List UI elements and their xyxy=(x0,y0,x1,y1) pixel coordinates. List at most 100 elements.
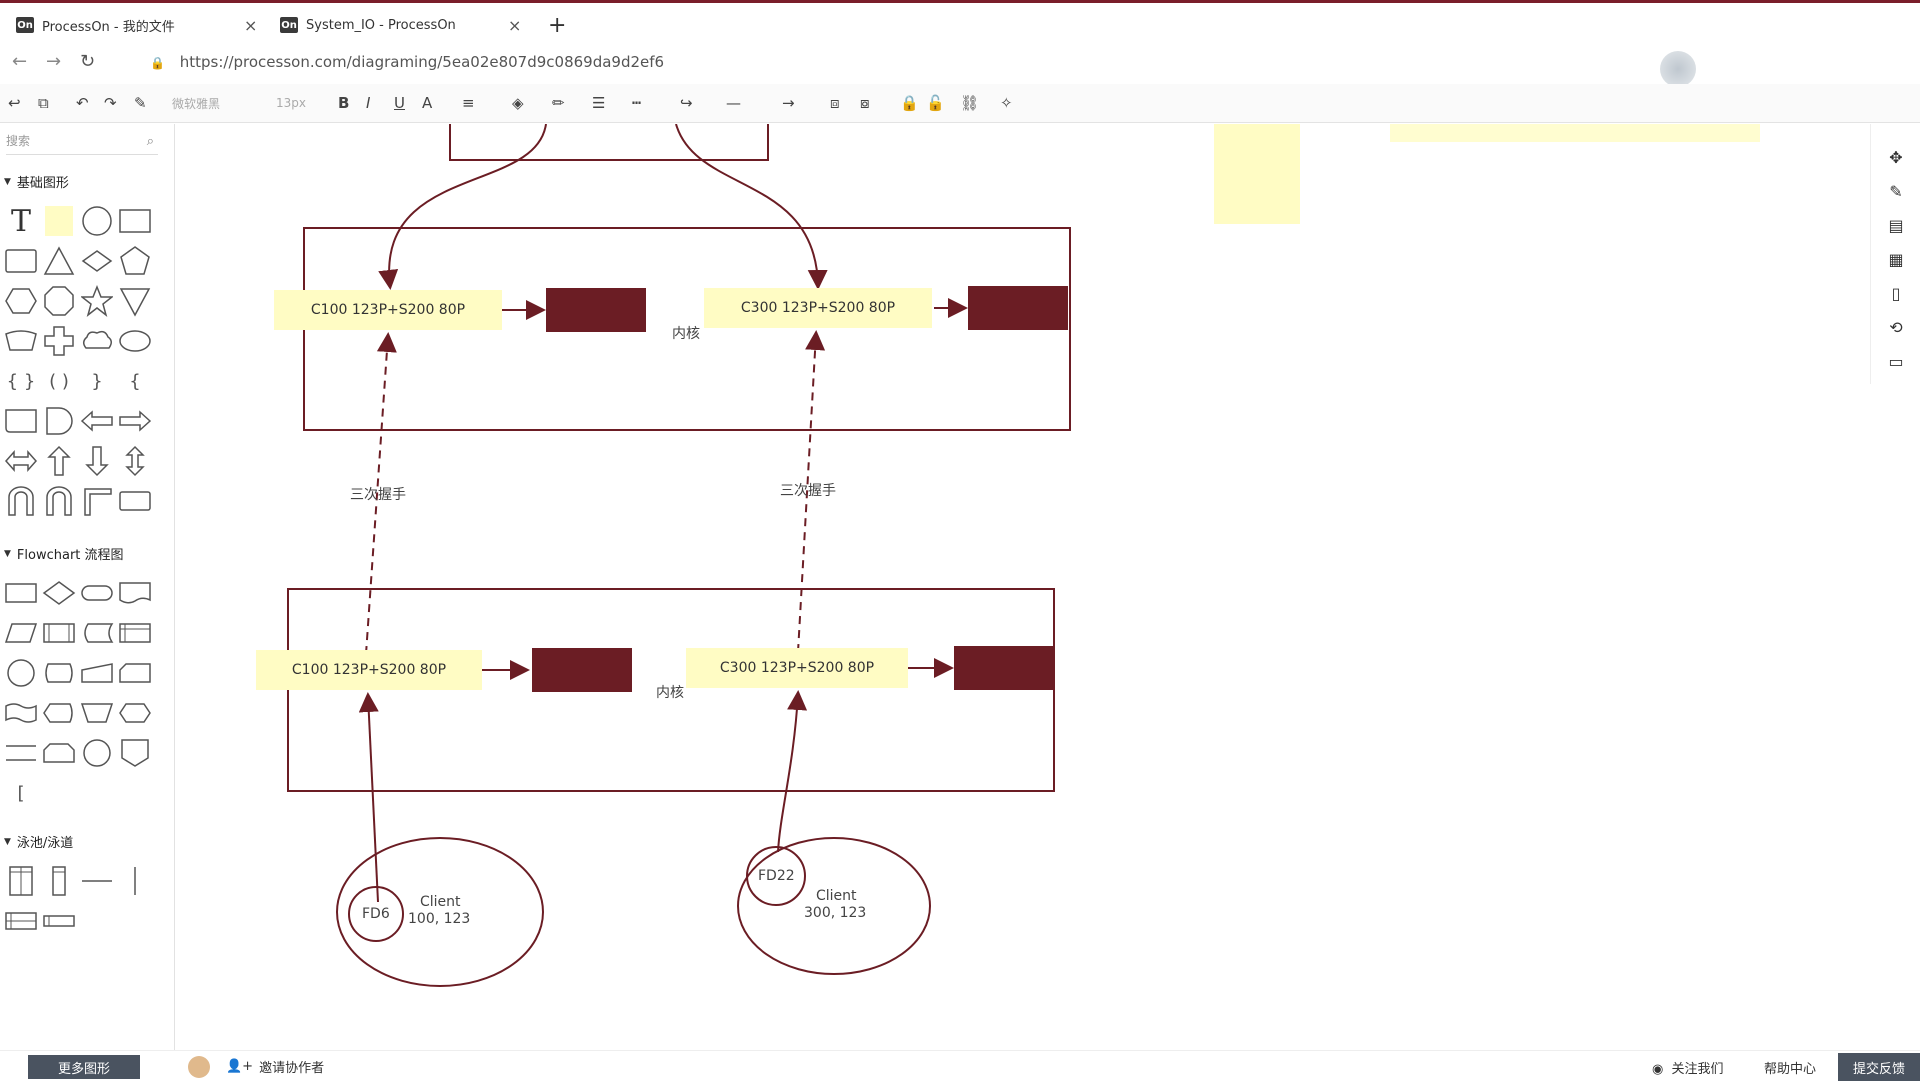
comment-icon[interactable]: ▭ xyxy=(1888,351,1904,371)
brace-pair-shape-icon[interactable]: { } xyxy=(6,370,36,392)
card-shape-icon[interactable] xyxy=(118,656,152,690)
upper-right-socket-label[interactable]: C300 123P+S200 80P xyxy=(704,288,932,328)
navigator-icon[interactable]: ✥ xyxy=(1889,147,1903,167)
connector-shape-icon[interactable] xyxy=(4,656,38,690)
cloud-shape-icon[interactable] xyxy=(80,324,114,358)
internal-storage-shape-icon[interactable] xyxy=(118,616,152,650)
new-tab-button[interactable]: + xyxy=(548,13,567,38)
stored-data-shape-icon[interactable] xyxy=(80,616,114,650)
more-shapes-button[interactable]: 更多图形 xyxy=(28,1055,140,1079)
magic-wand-icon[interactable]: ✧ xyxy=(1000,94,1013,112)
tab-system-io[interactable]: On System_IO - ProcessOn × xyxy=(280,11,522,39)
section-basic-shapes[interactable]: ▼ 基础图形 xyxy=(4,172,69,191)
line-style-icon[interactable]: ┅ xyxy=(632,94,642,112)
align-icon[interactable]: ≡ xyxy=(462,94,475,112)
up-arrow-shape-icon[interactable] xyxy=(42,444,76,478)
close-icon[interactable]: × xyxy=(508,15,522,35)
search-icon[interactable]: ⌕ xyxy=(146,134,154,149)
lock-icon[interactable]: 🔒 xyxy=(900,94,919,112)
on-page-ref-shape-icon[interactable] xyxy=(80,736,114,770)
right-brace-shape-icon[interactable]: } xyxy=(91,370,103,392)
undo-icon[interactable]: ↶ xyxy=(76,94,89,112)
display-shape-icon[interactable] xyxy=(42,696,76,730)
ellipse-shape-icon[interactable] xyxy=(118,324,152,358)
pentagon-shape-icon[interactable] xyxy=(118,244,152,278)
user-avatar[interactable] xyxy=(188,1056,210,1078)
document-shape-icon[interactable] xyxy=(4,404,38,438)
hexagon-shape-icon[interactable] xyxy=(4,284,38,318)
delay-shape-icon[interactable] xyxy=(42,404,76,438)
bold-button[interactable]: B xyxy=(338,94,350,112)
manual-input-shape-icon[interactable] xyxy=(80,656,114,690)
off-page-ref-shape-icon[interactable] xyxy=(118,736,152,770)
brush-icon[interactable]: ✎ xyxy=(134,94,147,112)
back-arrow-icon[interactable]: ← xyxy=(12,51,28,72)
reload-icon[interactable]: ↻ xyxy=(80,51,96,72)
unlock-icon[interactable]: 🔓 xyxy=(926,94,945,112)
double-arrow-shape-icon[interactable] xyxy=(4,444,38,478)
rect-shape-icon[interactable] xyxy=(118,484,152,518)
preparation-shape-icon[interactable] xyxy=(118,696,152,730)
invite-collaborator-button[interactable]: 👤+ 邀请协作者 xyxy=(226,1057,324,1076)
bracket-pair-shape-icon[interactable]: ( ) xyxy=(49,370,69,392)
redo-icon[interactable]: ↷ xyxy=(104,94,117,112)
follow-us-link[interactable]: ◉ 关注我们 xyxy=(1652,1058,1724,1077)
lower-right-socket-label[interactable]: C300 123P+S200 80P xyxy=(686,648,908,688)
vertical-pool-shape-icon[interactable] xyxy=(4,864,38,898)
font-size-select[interactable]: 13px xyxy=(276,96,306,110)
upper-right-dark-box[interactable] xyxy=(968,286,1068,330)
corner-shape-icon[interactable] xyxy=(80,484,114,518)
bring-front-icon[interactable]: ⧈ xyxy=(830,94,840,112)
lower-left-socket-label[interactable]: C100 123P+S200 80P xyxy=(256,650,482,690)
octagon-shape-icon[interactable] xyxy=(42,284,76,318)
style-icon[interactable]: ✎ xyxy=(1889,181,1903,201)
loop-limit-shape-icon[interactable] xyxy=(42,736,76,770)
circle-shape-icon[interactable] xyxy=(80,204,114,238)
rounded-rect-shape-icon[interactable] xyxy=(4,244,38,278)
tab-processon-files[interactable]: On ProcessOn - 我的文件 × xyxy=(16,11,258,39)
rectangle-shape-icon[interactable] xyxy=(118,204,152,238)
vertical-double-arrow-shape-icon[interactable] xyxy=(118,444,152,478)
section-swimlane[interactable]: ▼ 泳池/泳道 xyxy=(4,832,73,851)
link-icon[interactable]: ⛓ xyxy=(960,94,980,112)
data-attributes-icon[interactable]: ▦ xyxy=(1888,249,1904,269)
direct-data-shape-icon[interactable] xyxy=(42,656,76,690)
lower-right-dark-box[interactable] xyxy=(954,646,1054,690)
cross-shape-icon[interactable] xyxy=(42,324,76,358)
avatar[interactable] xyxy=(1660,51,1696,87)
terminator-shape-icon[interactable] xyxy=(80,576,114,610)
triangle-shape-icon[interactable] xyxy=(42,244,76,278)
data-shape-icon[interactable] xyxy=(4,616,38,650)
process-shape-icon[interactable] xyxy=(4,576,38,610)
horizontal-lane-shape-icon[interactable] xyxy=(42,904,76,938)
annotation-shape-icon[interactable]: [ xyxy=(17,782,25,804)
horizontal-pool-shape-icon[interactable] xyxy=(4,904,38,938)
url-field[interactable]: 🔒 https://processon.com/diagraming/5ea02… xyxy=(150,53,664,71)
page-icon[interactable]: ▯ xyxy=(1891,283,1901,303)
close-icon[interactable]: × xyxy=(244,15,258,35)
text-shape-icon[interactable]: T xyxy=(10,203,31,239)
parallel-mode-shape-icon[interactable] xyxy=(4,736,38,770)
section-flowchart[interactable]: ▼ Flowchart 流程图 xyxy=(4,544,124,563)
send-back-icon[interactable]: ⧇ xyxy=(860,94,870,112)
format-painter-icon[interactable]: ⧉ xyxy=(38,94,49,112)
page-setup-icon[interactable]: ▤ xyxy=(1888,215,1904,235)
line-color-icon[interactable]: ✏ xyxy=(552,94,565,112)
upper-left-socket-label[interactable]: C100 123P+S200 80P xyxy=(274,290,502,330)
line-width-icon[interactable]: ☰ xyxy=(592,94,606,112)
lower-left-dark-box[interactable] xyxy=(532,648,632,692)
vertical-lane-shape-icon[interactable] xyxy=(42,864,76,898)
right-arrow-shape-icon[interactable] xyxy=(118,404,152,438)
paper-tape-shape-icon[interactable] xyxy=(4,696,38,730)
line-start-icon[interactable]: — xyxy=(726,94,741,112)
back-icon[interactable]: ↩ xyxy=(8,94,21,112)
fill-color-icon[interactable]: ◈ xyxy=(512,94,524,112)
connector-type-icon[interactable]: ↪ xyxy=(680,94,693,112)
flow-document-shape-icon[interactable] xyxy=(118,576,152,610)
line-end-icon[interactable]: → xyxy=(782,94,795,112)
diamond-shape-icon[interactable] xyxy=(80,244,114,278)
star-shape-icon[interactable] xyxy=(80,284,114,318)
down-arrow-shape-icon[interactable] xyxy=(80,444,114,478)
sticky-note[interactable] xyxy=(1214,124,1300,224)
submit-feedback-button[interactable]: 提交反馈 xyxy=(1838,1053,1920,1081)
